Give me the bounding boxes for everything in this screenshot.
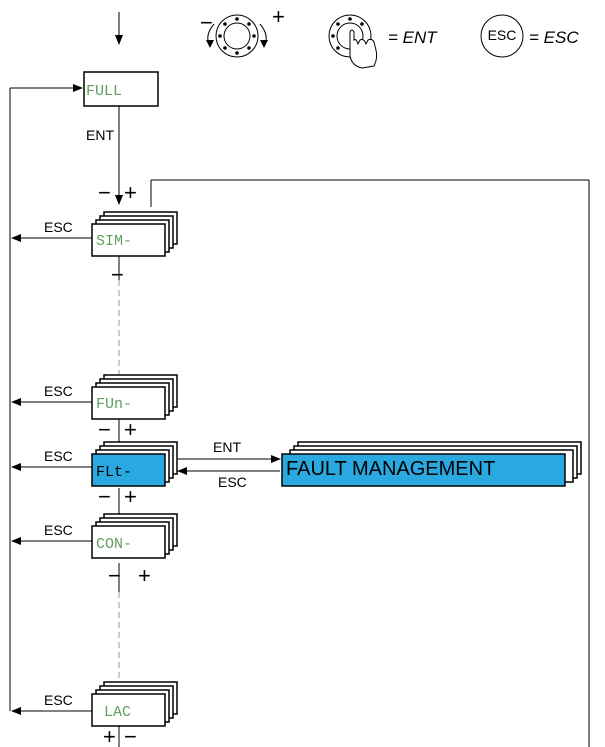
esc-button-label: ESC — [488, 27, 517, 43]
jog-dial-icon — [215, 14, 259, 58]
flt-minus: − — [98, 484, 111, 509]
legend-minus: − — [200, 10, 213, 35]
menu-lac-code: LAC — [104, 704, 131, 721]
menu-fun-code: FUn- — [96, 396, 132, 413]
fun-esc-label: ESC — [44, 383, 73, 399]
jog-dial-press-icon — [328, 14, 378, 69]
esc-button-icon — [480, 14, 524, 58]
con-minus: − — [108, 563, 121, 588]
fun-plus: + — [124, 417, 137, 442]
full-ent-label: ENT — [86, 127, 114, 143]
flt-ent-label: ENT — [213, 439, 241, 455]
menu-flt-code: FLt- — [96, 464, 132, 481]
menu-lac[interactable]: LAC — [91, 681, 178, 727]
con-plus: + — [138, 563, 151, 588]
sim-below-minus: − — [111, 262, 124, 287]
menu-flt[interactable]: FLt- — [91, 441, 178, 487]
lac-minus: − — [124, 724, 137, 747]
flt-plus: + — [124, 484, 137, 509]
fun-minus: − — [98, 417, 111, 442]
legend-esc-text: = ESC — [529, 28, 579, 47]
flt-esc-back-label: ESC — [218, 474, 247, 490]
sim-minus: − — [98, 180, 111, 205]
con-esc-label: ESC — [44, 522, 73, 538]
menu-con[interactable]: CON- — [91, 513, 178, 559]
sim-esc-label: ESC — [44, 219, 73, 235]
connector-lines — [9, 84, 590, 747]
lac-esc-label: ESC — [44, 692, 73, 708]
menu-fun[interactable]: FUn- — [91, 374, 178, 420]
submenu-title: FAULT MANAGEMENT — [286, 458, 495, 480]
lac-plus: + — [103, 724, 116, 747]
menu-con-code: CON- — [96, 536, 132, 553]
submenu-fault-management[interactable]: FAULT MANAGEMENT — [281, 441, 582, 487]
finger-icon — [349, 29, 378, 69]
sim-plus: + — [124, 180, 137, 205]
legend-ent-text: = ENT — [388, 28, 438, 47]
menu-full-code: FULL — [86, 83, 122, 100]
menu-full[interactable]: FULL — [83, 71, 159, 107]
flt-esc-label: ESC — [44, 448, 73, 464]
legend-plus: + — [272, 4, 285, 29]
legend: − + = ENT ESC = ESC — [115, 4, 579, 69]
menu-sim-code: SIM- — [96, 233, 132, 250]
menu-sim[interactable]: SIM- — [91, 211, 178, 257]
